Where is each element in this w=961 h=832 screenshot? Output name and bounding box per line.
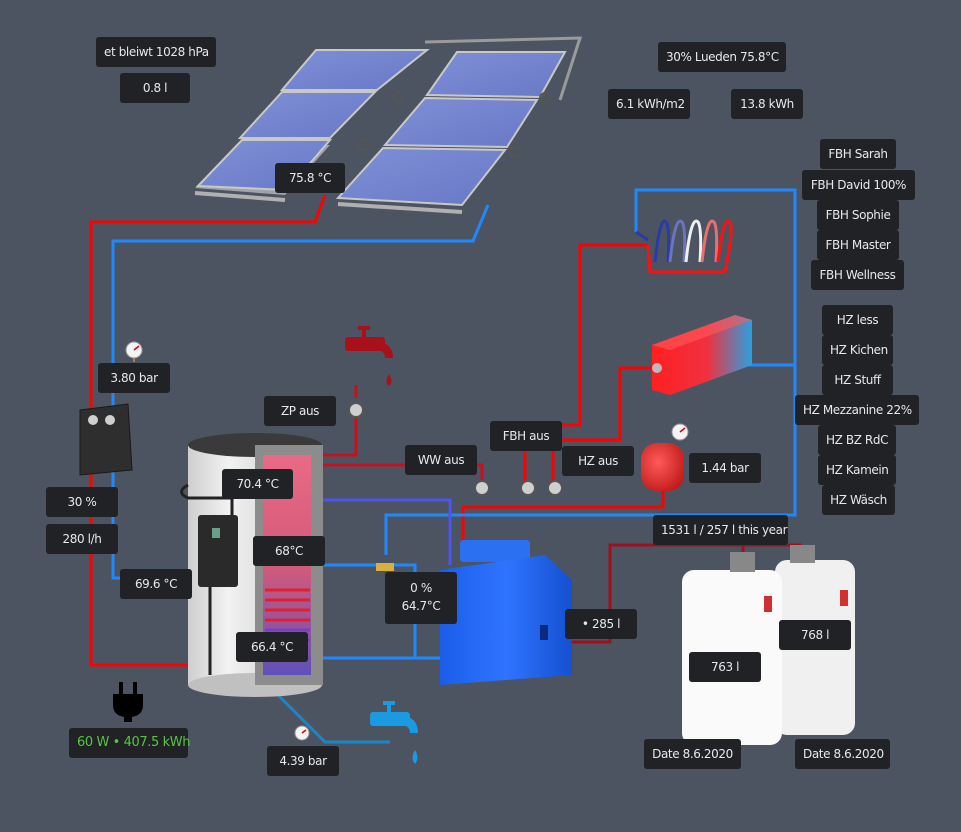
floor-heating-coil	[635, 219, 733, 274]
floor-heating-pump-icon	[520, 480, 536, 496]
floor-heating-zone[interactable]: FBH Wellness	[811, 260, 904, 290]
hot-water-tap-icon	[345, 326, 393, 386]
oil-tank-1-date[interactable]: Date 8.6.2020	[644, 739, 741, 769]
floor-heating-zone[interactable]: FBH Sophie	[817, 200, 899, 230]
solar-energy-label[interactable]: 13.8 kWh	[731, 89, 803, 119]
floor-heating-zone[interactable]: FBH Master	[817, 230, 899, 260]
hot-water-pipes	[320, 385, 484, 485]
water-pressure-label[interactable]: 4.39 bar	[267, 746, 339, 776]
heating-pump-status[interactable]: HZ aus	[562, 446, 634, 476]
oil-tank-1	[682, 552, 782, 745]
oil-boiler	[440, 540, 572, 685]
hot-water-pump-icon	[474, 480, 490, 496]
storage-mid-temp-label[interactable]: 68°C	[253, 536, 325, 566]
solar-flow-label[interactable]: 280 l/h	[46, 524, 118, 554]
storage-boiler-pipe	[320, 498, 452, 565]
solar-status-label[interactable]: 30% Lueden 75.8°C	[658, 42, 786, 72]
solar-pump-percent-label[interactable]: 30 %	[46, 487, 118, 517]
solar-irradiation-label[interactable]: 6.1 kWh/m2	[608, 89, 690, 119]
floor-heating-pump-status[interactable]: FBH aus	[490, 421, 562, 451]
expansion-vessel	[641, 423, 689, 491]
mixing-valve-icon	[376, 563, 394, 571]
floor-heating-zone[interactable]: FBH David 100%	[802, 170, 915, 200]
boiler-temp: 64.7°C	[401, 599, 441, 613]
radiator-zone[interactable]: HZ less	[822, 305, 893, 335]
collector-temp-label[interactable]: 75.8 °C	[275, 163, 345, 193]
oil-yearly-consumption-label[interactable]: 1531 l / 257 l this year	[653, 515, 788, 545]
boiler-status-label[interactable]: 0 % 64.7°C	[385, 572, 457, 624]
radiator	[652, 315, 752, 395]
radiator-zone[interactable]: HZ Kamein	[818, 455, 896, 485]
solar-collectors	[194, 36, 583, 214]
water-pressure-gauge-icon	[294, 725, 310, 741]
expansion-vessel-pressure[interactable]: 1.44 bar	[689, 453, 761, 483]
radiator-zone[interactable]: HZ Stuff	[822, 365, 893, 395]
heating-pump-icon	[547, 480, 563, 496]
electric-power-label[interactable]: 60 W • 407.5 kWh	[69, 728, 190, 758]
radiator-zone[interactable]: HZ Kichen	[822, 335, 893, 365]
solar-flow-pipe	[89, 194, 327, 667]
circulation-pump-status[interactable]: ZP aus	[264, 396, 336, 426]
solar-pressure-label[interactable]: 3.80 bar	[98, 363, 170, 393]
rain-label[interactable]: 0.8 l	[120, 73, 190, 103]
weather-pressure-label[interactable]: et bleiwt 1028 hPa	[96, 37, 216, 67]
oil-tank-1-level[interactable]: 763 l	[689, 652, 761, 682]
boiler-modulation: 0 %	[410, 581, 432, 595]
power-plug-icon	[113, 682, 143, 722]
oil-tank-2-level[interactable]: 768 l	[779, 620, 851, 650]
cold-water-tap-icon	[370, 701, 418, 764]
radiator-zone[interactable]: HZ BZ RdC	[818, 425, 896, 455]
heating-flow-pipes	[461, 243, 665, 545]
oil-consumption-label[interactable]: • 285 l	[565, 609, 637, 639]
cold-water-pipe	[263, 680, 390, 744]
circulation-pump-icon	[348, 402, 364, 418]
storage-bottom-temp-label[interactable]: 66.4 °C	[236, 632, 308, 662]
hot-water-pump-status[interactable]: WW aus	[405, 445, 477, 475]
radiator-zone[interactable]: HZ Mezzanine 22%	[795, 395, 919, 425]
solar-return-temp-label[interactable]: 69.6 °C	[120, 569, 192, 599]
pressure-gauge-icon	[125, 341, 143, 362]
floor-heating-zone[interactable]: FBH Sarah	[820, 139, 896, 169]
solar-pump-station	[79, 403, 133, 476]
oil-tank-2-date[interactable]: Date 8.6.2020	[795, 739, 890, 769]
storage-top-temp-label[interactable]: 70.4 °C	[222, 469, 293, 499]
radiator-zone[interactable]: HZ Wäsch	[822, 485, 895, 515]
